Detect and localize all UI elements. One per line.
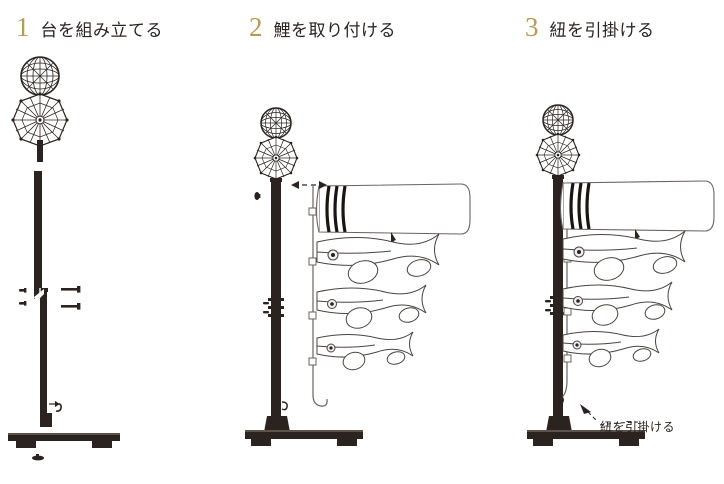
- step-3-heading: 3 紐を引掛ける: [525, 14, 655, 41]
- cord-hook-icon: [281, 401, 288, 411]
- stand-base: [245, 416, 363, 446]
- joint-screw-icon-left-lower: [19, 301, 27, 306]
- pole-assembled: [263, 178, 284, 420]
- pole-lower-section: [39, 288, 52, 427]
- cord-hook-icon: [556, 395, 564, 406]
- step-1-illustration: [8, 56, 120, 461]
- step-1-heading: 1 台を組み立てる: [16, 14, 163, 41]
- step-3-title: 紐を引掛ける: [549, 21, 655, 41]
- joint-screw-icon: [263, 302, 269, 314]
- koi-fish-1: [316, 233, 440, 284]
- step-panel-2: 2 鯉を取り付ける: [241, 0, 482, 484]
- stand-base: [527, 416, 645, 446]
- bolt-icon-lower: [61, 303, 81, 310]
- koi-fish-2: [562, 281, 673, 326]
- fukinagashi-streamer: [315, 183, 471, 248]
- koi-fish-2: [316, 284, 427, 329]
- step-2-illustration: [245, 107, 471, 446]
- pole-upper-section: [34, 171, 42, 300]
- finial-ball-icon: [20, 56, 60, 96]
- callout-leader-line: [580, 404, 639, 426]
- step-3-number: 3: [525, 12, 539, 42]
- attach-direction-arrow: [291, 181, 327, 189]
- yaguruma-wheel-icon: [535, 132, 581, 178]
- yaguruma-wheel-icon: [253, 135, 299, 181]
- yaguruma-wheel-icon: [11, 92, 69, 148]
- cord-hook-callout-label: 紐を引掛ける: [600, 420, 676, 434]
- base-screw-icon: [32, 454, 44, 461]
- koi-fish-3: [316, 331, 414, 371]
- step-panel-1: 1 台を組み立てる: [0, 0, 241, 484]
- step-2-number: 2: [249, 12, 263, 42]
- step-3-illustration: [527, 104, 715, 446]
- hook-arrow-icon: [49, 401, 60, 407]
- step-2-heading: 2 鯉を取り付ける: [249, 14, 396, 41]
- finial-ball-icon: [542, 104, 574, 136]
- koi-fish-1: [562, 230, 686, 281]
- joint-screw-icon-left-upper: [19, 288, 27, 293]
- koi-fish-3: [562, 328, 660, 368]
- step-2-title: 鯉を取り付ける: [273, 21, 396, 41]
- joint-screw-icon: [545, 300, 551, 312]
- pole-assembled: [545, 175, 566, 420]
- pole-joint-outline: [33, 288, 41, 301]
- fukinagashi-streamer: [559, 180, 715, 245]
- hanging-cord: [312, 186, 328, 407]
- finial-ball-icon: [260, 107, 292, 139]
- step-panel-3: 3 紐を引掛ける: [483, 0, 724, 484]
- stand-base: [8, 433, 120, 448]
- pole-top-screw-icon: [254, 192, 261, 200]
- step-1-title: 台を組み立てる: [40, 21, 163, 41]
- bolt-icon-upper: [61, 286, 81, 293]
- pole-top-stub: [37, 140, 43, 162]
- step-1-number: 1: [16, 12, 30, 42]
